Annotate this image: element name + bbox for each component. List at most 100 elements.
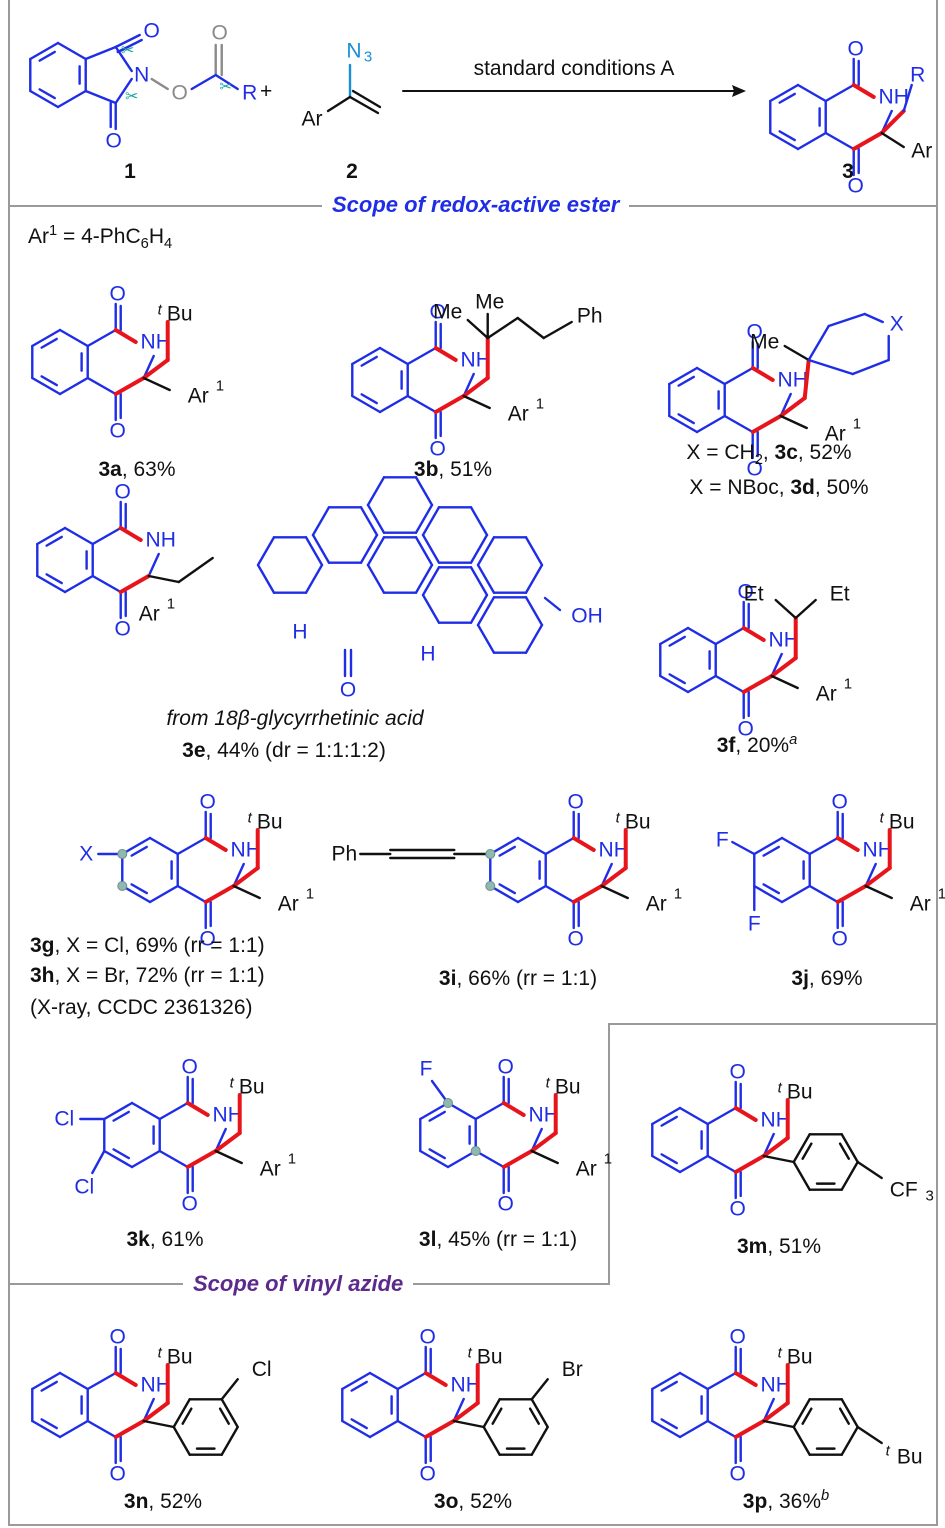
atom-label-325: t [616,810,621,827]
atom-label-88: t [158,302,163,319]
bond-229 [524,623,544,654]
bond-195 [311,533,331,564]
atom-label-527: t [468,1345,473,1362]
bond-246 [686,626,717,646]
bond-204 [414,536,434,567]
bond-367 [130,1149,161,1169]
bond-336 [753,884,784,904]
bond-344 [808,836,839,856]
bond-68 [31,328,62,348]
bond-220 [421,566,441,597]
bond-134 [677,375,695,387]
bond-532 [482,1425,501,1456]
bond-39 [796,131,827,151]
atom-label-540: Br [562,1358,583,1381]
bond-370 [103,1101,134,1121]
bond-327 [600,884,629,900]
bond-355 [835,884,868,904]
bond-198 [359,506,379,537]
caption-3d: X = NBoc, 3d, 50% [689,476,869,499]
bond-59 [851,131,884,151]
bond-533 [482,1398,501,1429]
origin-3e: from 18β-glycyrrhetinic acid [166,707,424,730]
bond-272 [148,884,179,904]
bond-225 [476,563,496,594]
bond-99 [360,393,378,405]
atom-label-452: t [778,1080,783,1097]
bond-269 [770,674,799,690]
bond-492 [142,1419,175,1429]
bond-436 [660,1115,678,1127]
bond-130 [668,366,699,386]
bond-65 [58,376,89,396]
bond-305 [489,836,520,856]
bond-136 [723,366,754,386]
bond-435 [660,1153,678,1165]
bond-263 [769,656,798,678]
bond-162 [63,574,94,594]
atom-label-362: 1 [938,886,945,903]
bond-46 [778,92,796,104]
bond-3 [29,41,60,61]
bond-94 [351,394,382,414]
ar-def-sub1: 6 [140,236,149,253]
atom-label-126: 1 [536,396,544,413]
bond-399 [446,1149,477,1169]
bond-159 [779,414,808,430]
atom-label-32: N [346,40,361,63]
bond-392 [214,1149,243,1165]
atom-label-238: OH [571,605,603,628]
bond-541 [678,1419,709,1439]
atom-label-517: O [420,1326,436,1349]
bond-510 [350,1418,368,1430]
bond-102 [406,346,437,366]
bond-524 [423,1419,456,1439]
caption-3e: 3e, 44% (dr = 1:1:1:2) [182,739,386,762]
bond-22 [150,77,169,91]
bond-279 [130,845,148,857]
atom-label-123: Ph [577,305,603,328]
bond-131 [695,366,726,386]
bond-49 [824,131,855,151]
atom-label-318: O [568,928,584,951]
caption-3a: 3a, 63% [98,458,176,481]
bond-242 [686,674,717,694]
bond-144 [750,366,775,382]
ar-def-sub2: 4 [163,236,173,253]
atom-label-299: 1 [306,886,314,903]
bond-182 [118,574,151,594]
bond-48 [824,83,855,103]
bond-96 [351,346,382,366]
atom-label-160: Ar [825,423,846,446]
bond-193 [359,533,379,564]
bond-128 [668,414,699,434]
atom-label-158: X [890,313,904,336]
atom-label-578: Bu [897,1446,923,1469]
bond-237 [543,596,562,612]
bond-234 [524,596,544,627]
bond-214 [421,506,441,537]
bond-282 [176,884,207,904]
atom-label-422: t [546,1075,551,1092]
bond-498 [220,1398,239,1429]
bond-545 [678,1371,709,1391]
atom-label-412: O [498,1056,514,1079]
bond-292 [203,884,236,904]
bond-189 [256,563,276,594]
atom-label-175: O [115,481,131,504]
bond-63 [880,131,905,149]
atom-label-81: O [110,420,126,443]
atom-label-326: Bu [625,811,651,834]
bond-187 [304,563,324,594]
bond-222 [469,566,489,597]
bond-511 [350,1380,368,1392]
bond-323 [599,866,628,888]
atom-label-358: t [880,810,885,827]
bond-484 [113,1371,138,1387]
caption-3g: 3g, X = Cl, 69% (rr = 1:1) [30,934,265,957]
azide-scope-title: Scope of vinyl azide [183,1271,414,1297]
bond-432 [651,1106,682,1126]
bond-373 [112,1148,130,1160]
bond-514 [396,1419,427,1439]
bond-43 [796,83,827,103]
